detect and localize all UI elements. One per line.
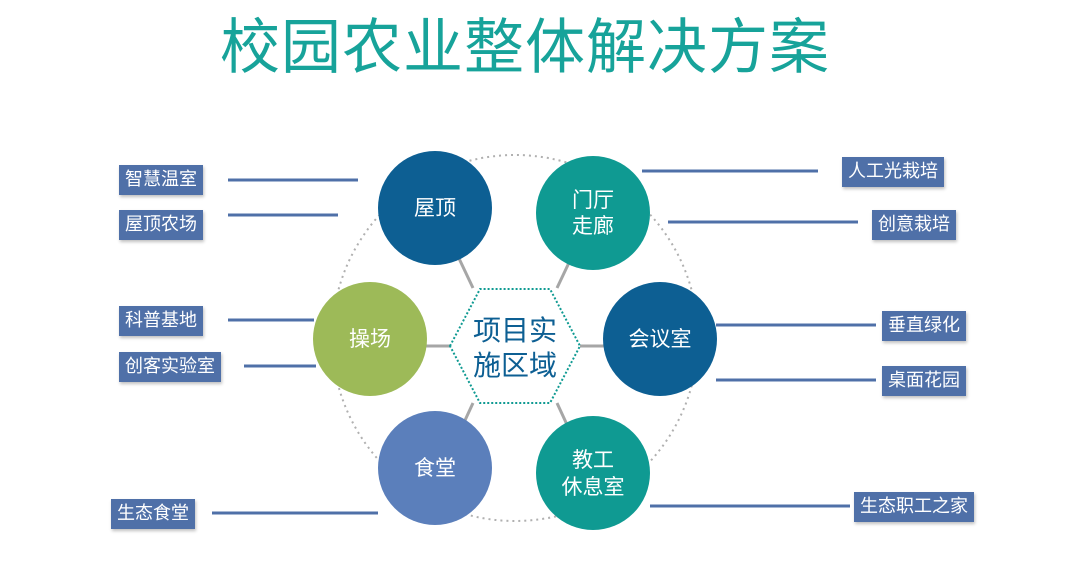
node-meeting-room xyxy=(603,282,717,396)
label-creative-cultivation: 创意栽培 xyxy=(872,210,956,240)
node-staff-lounge-label-line2: 休息室 xyxy=(562,475,625,499)
center-label-line1: 项目实 xyxy=(473,314,557,347)
label-science-base: 科普基地 xyxy=(119,306,203,336)
node-lobby-label-line2: 走廊 xyxy=(572,214,614,238)
label-eco-canteen: 生态食堂 xyxy=(111,499,195,529)
node-staff-lounge xyxy=(536,416,650,530)
node-lobby-label-line1: 门厅 xyxy=(572,188,614,212)
label-eco-staff-home: 生态职工之家 xyxy=(854,492,974,522)
label-rooftop-farm: 屋顶农场 xyxy=(119,210,203,240)
node-canteen xyxy=(378,411,492,525)
node-rooftop xyxy=(378,151,492,265)
node-playground xyxy=(313,282,427,396)
label-desk-garden: 桌面花园 xyxy=(882,366,966,396)
label-maker-lab: 创客实验室 xyxy=(119,352,221,382)
node-meeting-room-label: 会议室 xyxy=(629,327,692,351)
label-vertical-green: 垂直绿化 xyxy=(882,311,966,341)
node-rooftop-label: 屋顶 xyxy=(414,196,456,220)
page-title: 校园农业整体解决方案 xyxy=(220,13,830,83)
node-lobby xyxy=(536,156,650,270)
label-smart-greenhouse: 智慧温室 xyxy=(119,165,203,195)
node-playground-label: 操场 xyxy=(349,327,391,351)
connector-lines xyxy=(212,169,876,515)
center-hexagon xyxy=(448,288,582,404)
node-canteen-label: 食堂 xyxy=(414,456,456,480)
node-staff-lounge-label-line1: 教工 xyxy=(572,448,614,472)
label-artificial-light: 人工光栽培 xyxy=(842,157,944,187)
center-label-line2: 施区域 xyxy=(473,349,557,382)
